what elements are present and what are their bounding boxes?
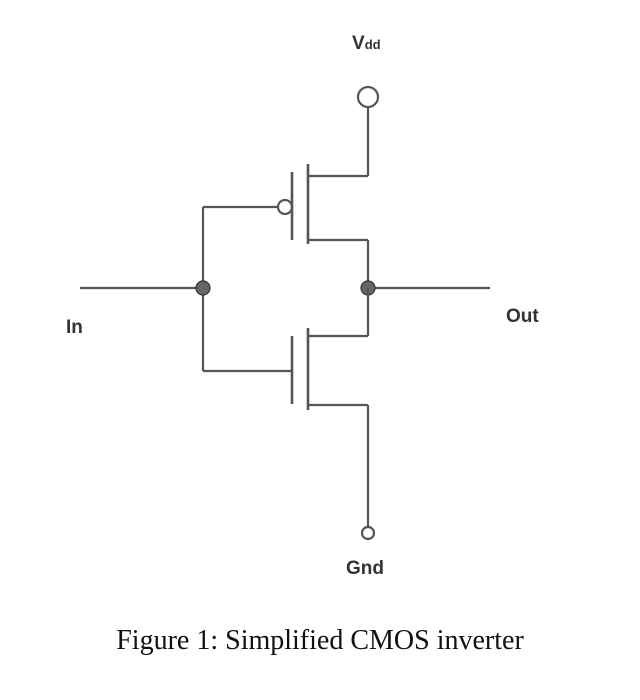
vdd-label-sub: dd <box>364 37 381 52</box>
pmos-gate-bubble <box>276 198 294 216</box>
ground-label: Gnd <box>346 558 384 579</box>
vdd-terminal <box>356 85 380 109</box>
output-label: Out <box>506 306 539 327</box>
input-label: In <box>66 317 83 338</box>
figure-caption: Figure 1: Simplified CMOS inverter <box>116 625 524 656</box>
ground-terminal <box>360 525 376 541</box>
input-junction-node <box>195 280 211 296</box>
vdd-label-main: V <box>352 33 365 54</box>
vdd-label: Vdd <box>352 33 381 55</box>
